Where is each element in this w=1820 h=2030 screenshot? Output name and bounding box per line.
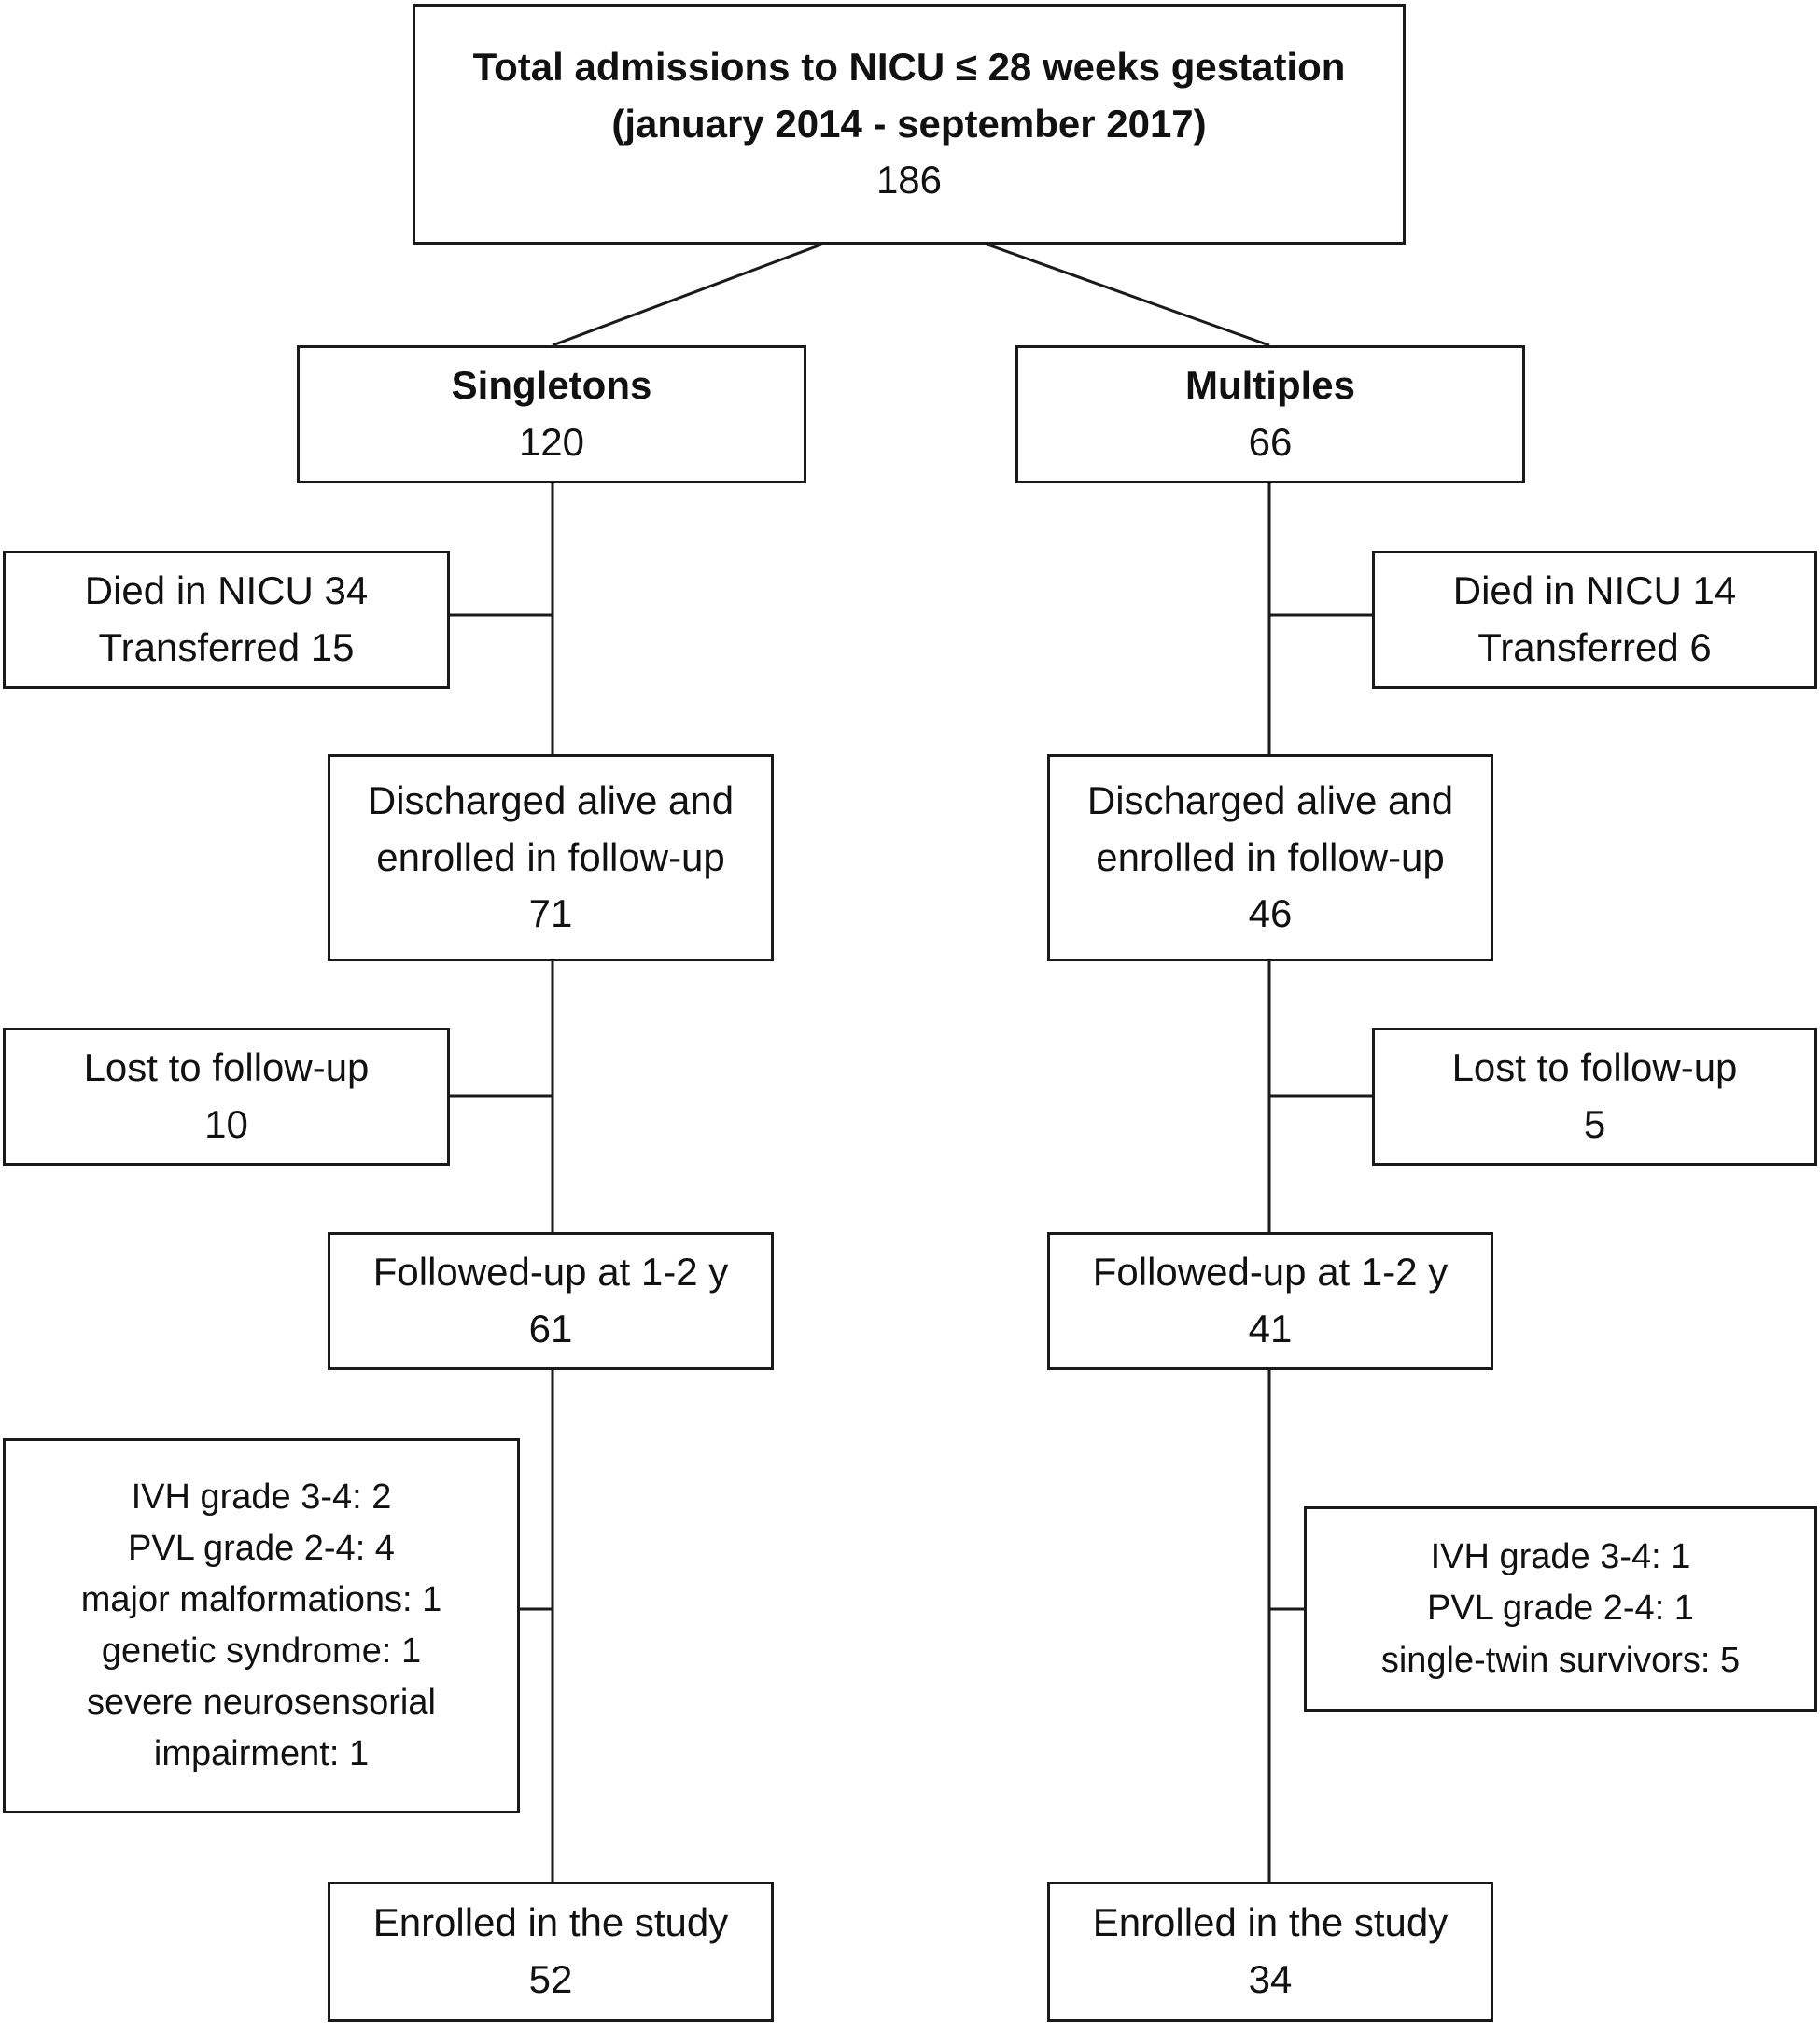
singletons-enrolled-count: 52	[528, 1957, 573, 2001]
multiples-exclusion-single-twin: single-twin survivors: 5	[1380, 1640, 1741, 1680]
singletons-transferred-label: Transferred 15	[98, 625, 355, 669]
multiples-lost-box: Lost to follow-up 5	[1372, 1028, 1817, 1166]
multiples-enrolled-box: Enrolled in the study 34	[1047, 1882, 1493, 2022]
total-admissions-title-line1: Total admissions to NICU ≤ 28 weeks gest…	[472, 44, 1346, 89]
multiples-discharged-box: Discharged alive and enrolled in follow-…	[1047, 754, 1493, 961]
multiples-discharged-count: 46	[1248, 891, 1293, 936]
singletons-exclusion-malformations: major malformations: 1	[80, 1579, 442, 1619]
singletons-followed-count: 61	[528, 1307, 573, 1351]
multiples-died-transferred-box: Died in NICU 14 Transferred 6	[1372, 551, 1817, 689]
multiples-enrolled-label: Enrolled in the study	[1092, 1900, 1449, 1945]
singletons-followed-box: Followed-up at 1-2 y 61	[328, 1232, 774, 1370]
total-admissions-count: 186	[875, 158, 943, 203]
multiples-followed-box: Followed-up at 1-2 y 41	[1047, 1232, 1493, 1370]
multiples-lost-count: 5	[1583, 1102, 1606, 1146]
multiples-count: 66	[1248, 420, 1293, 464]
multiples-label: Multiples	[1184, 363, 1355, 408]
singletons-discharged-box: Discharged alive and enrolled in follow-…	[328, 754, 774, 961]
singletons-died-label: Died in NICU 34	[84, 568, 369, 613]
multiples-exclusions-box: IVH grade 3-4: 1 PVL grade 2-4: 1 single…	[1304, 1506, 1817, 1712]
singletons-label: Singletons	[451, 363, 652, 408]
multiples-exclusion-ivh: IVH grade 3-4: 1	[1430, 1537, 1691, 1577]
singletons-enrolled-label: Enrolled in the study	[372, 1900, 729, 1945]
singletons-lost-count: 10	[204, 1102, 248, 1146]
singletons-exclusion-genetic: genetic syndrome: 1	[101, 1631, 422, 1671]
multiples-died-label: Died in NICU 14	[1452, 568, 1737, 613]
multiples-enrolled-count: 34	[1248, 1957, 1293, 2001]
singletons-exclusion-neurosensorial: severe neurosensorial	[87, 1683, 436, 1723]
multiples-exclusion-pvl: PVL grade 2-4: 1	[1427, 1589, 1694, 1629]
singletons-lost-box: Lost to follow-up 10	[3, 1028, 450, 1166]
singletons-discharged-count: 71	[528, 891, 573, 936]
multiples-followed-label: Followed-up at 1-2 y	[1092, 1250, 1449, 1295]
singletons-followed-label: Followed-up at 1-2 y	[372, 1250, 729, 1295]
connector-top-to-multiples	[987, 243, 1270, 347]
singletons-exclusion-impairment: impairment: 1	[153, 1734, 370, 1774]
singletons-exclusion-ivh: IVH grade 3-4: 2	[131, 1477, 392, 1517]
singletons-discharged-line2: enrolled in follow-up	[376, 834, 725, 879]
singletons-box: Singletons 120	[297, 345, 806, 483]
multiples-discharged-line2: enrolled in follow-up	[1096, 834, 1445, 879]
singletons-enrolled-box: Enrolled in the study 52	[328, 1882, 774, 2022]
singletons-exclusions-box: IVH grade 3-4: 2 PVL grade 2-4: 4 major …	[3, 1438, 520, 1813]
singletons-lost-label: Lost to follow-up	[83, 1045, 370, 1090]
singletons-died-transferred-box: Died in NICU 34 Transferred 15	[3, 551, 450, 689]
multiples-lost-label: Lost to follow-up	[1451, 1045, 1738, 1090]
total-admissions-box: Total admissions to NICU ≤ 28 weeks gest…	[413, 4, 1406, 245]
singletons-count: 120	[518, 420, 585, 464]
multiples-discharged-line1: Discharged alive and	[1086, 777, 1454, 822]
multiples-box: Multiples 66	[1015, 345, 1525, 483]
multiples-followed-count: 41	[1248, 1307, 1293, 1351]
singletons-exclusion-pvl: PVL grade 2-4: 4	[128, 1528, 395, 1568]
multiples-transferred-label: Transferred 6	[1477, 625, 1712, 669]
singletons-discharged-line1: Discharged alive and	[367, 777, 735, 822]
total-admissions-title-line2: (january 2014 - september 2017)	[611, 101, 1207, 146]
connector-top-to-singletons	[552, 243, 822, 347]
